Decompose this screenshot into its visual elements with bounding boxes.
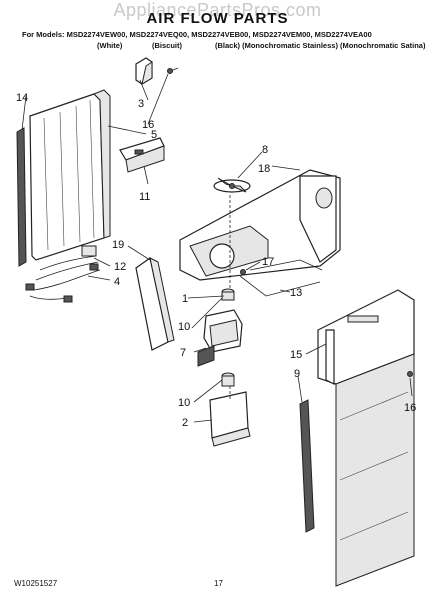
- leader-lines: [21, 73, 413, 423]
- callout-18: 18: [258, 163, 270, 175]
- page-number: 17: [214, 579, 223, 588]
- callout-15: 15: [290, 349, 302, 361]
- part-9-gasket: [299, 399, 315, 533]
- part-14-gasket: [16, 127, 27, 267]
- part-10-grommet-lower: [221, 372, 235, 387]
- part-19-duct-cover: [135, 256, 175, 351]
- callout-numbers: 14 5 3 16 11 8 18 19 12 4 17 13 1 10 7 1…: [16, 92, 416, 429]
- callout-16-right: 16: [404, 402, 416, 414]
- finish-white: (White): [97, 41, 123, 50]
- part-16-screw-right: [407, 371, 413, 377]
- callout-17: 17: [262, 256, 274, 268]
- callout-5: 5: [151, 129, 157, 141]
- callout-1: 1: [182, 293, 188, 305]
- callout-3: 3: [138, 98, 144, 110]
- callout-10-upper: 10: [178, 321, 190, 333]
- document-number: W10251527: [14, 579, 58, 588]
- part-7-fan-motor: [197, 309, 243, 367]
- callout-13: 13: [290, 287, 302, 299]
- callout-16-top: 16: [142, 119, 154, 131]
- callout-8: 8: [262, 144, 268, 156]
- part-12-wire-harness: [25, 245, 101, 303]
- model-list: For Models: MSD2274VEW00, MSD2274VEQ00, …: [22, 30, 372, 39]
- part-16-screw-top: [167, 67, 179, 74]
- callout-14: 14: [16, 92, 28, 104]
- finish-biscuit: (Biscuit): [152, 41, 182, 50]
- callout-7: 7: [180, 347, 186, 359]
- callout-10-lower: 10: [178, 397, 190, 409]
- part-10-grommet-upper: [221, 288, 235, 301]
- part-5-panel: [29, 89, 111, 261]
- part-3-cap: [135, 57, 153, 86]
- callout-9: 9: [294, 368, 300, 380]
- part-8-fan-blade: [213, 177, 251, 193]
- callout-19: 19: [112, 239, 124, 251]
- callout-12: 12: [114, 261, 126, 273]
- callout-11: 11: [139, 191, 150, 203]
- callout-2: 2: [182, 417, 188, 429]
- callout-4: 4: [114, 276, 120, 288]
- part-2-bracket: [209, 386, 251, 447]
- part-13-frame: [239, 259, 323, 297]
- finish-others: (Black) (Monochromatic Stainless) (Monoc…: [215, 41, 426, 50]
- page-title: AIR FLOW PARTS: [146, 10, 289, 27]
- part-17-screw: [240, 269, 246, 275]
- watermark: AppliancePartsPros.com: [113, 0, 322, 20]
- part-15-front-panel: [317, 289, 415, 587]
- part-18-evaporator-cover: [179, 169, 341, 281]
- part-11-switch: [119, 137, 165, 173]
